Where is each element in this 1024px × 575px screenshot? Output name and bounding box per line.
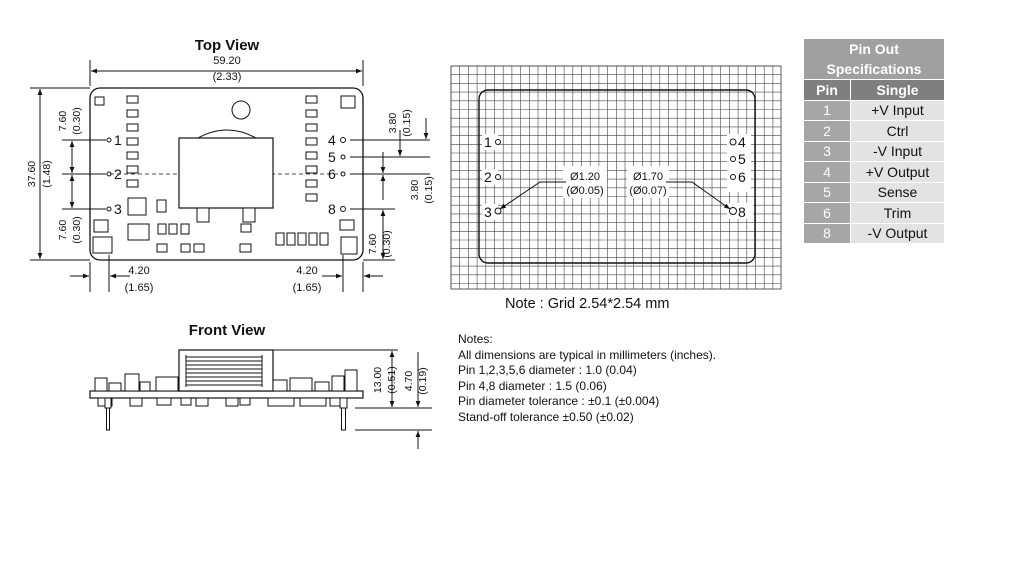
notes-heading: Notes: <box>458 332 493 346</box>
table-row: 8 -V Output <box>803 222 945 244</box>
pin-table-title-line1: Pin Out <box>849 41 899 57</box>
pin-table-title: Pin Out Specifications <box>803 38 945 80</box>
grid-board-outline <box>478 89 756 264</box>
top-pin-8: 8 <box>328 201 336 217</box>
pin-function: Sense <box>850 181 945 203</box>
width-in: (2.33) <box>213 71 242 83</box>
pin-function: +V Input <box>850 99 945 121</box>
table-row: 1 +V Input <box>803 99 945 121</box>
table-row: 3 -V Input <box>803 140 945 162</box>
pin-number: 3 <box>803 140 851 162</box>
top-pin-6: 6 <box>328 166 336 182</box>
front-height-mm: 13.00 <box>372 367 384 393</box>
pin-table-title-line2: Specifications <box>826 61 922 77</box>
top-pin-5: 5 <box>328 149 336 165</box>
right-top-mm: 3.80 <box>387 113 399 134</box>
table-row: 6 Trim <box>803 202 945 224</box>
grid-pin-2: 2 <box>484 169 492 185</box>
pin-number: 5 <box>803 181 851 203</box>
note-line: All dimensions are typical in millimeter… <box>458 347 717 362</box>
grid-pin-8: 8 <box>738 204 746 220</box>
grid-pin-6: 6 <box>738 169 746 185</box>
left-offset-bottom-mm: 7.60 <box>57 220 69 241</box>
pin-number: 1 <box>803 99 851 121</box>
note-line: Pin diameter tolerance : ±0.1 (±0.004) <box>458 394 660 408</box>
pin-out-table: Pin Out Specifications Pin Single 1 +V I… <box>803 38 945 244</box>
right-mid-mm: 3.80 <box>409 180 421 201</box>
pin-column-header: Pin <box>803 79 851 101</box>
front-pin-mm: 4.70 <box>403 371 415 392</box>
pin-function: Trim <box>850 202 945 224</box>
right-top-in: (0.15) <box>401 109 413 136</box>
front-pin-in: (0.19) <box>417 367 429 394</box>
bottom-right-in: (1.65) <box>293 282 322 294</box>
grid-pin-4: 4 <box>738 134 746 150</box>
grid-view: 1 2 3 4 5 6 8 Ø1.20 (Ø0.05) Ø1.70 (Ø0.07… <box>450 65 782 290</box>
dia-large-mm: Ø1.70 <box>633 171 663 183</box>
front-view-title: Front View <box>189 322 266 339</box>
width-mm: 59.20 <box>213 55 241 67</box>
dia-small-mm: Ø1.20 <box>570 171 600 183</box>
top-pin-1: 1 <box>114 132 122 148</box>
front-height-in: (0.51) <box>386 366 398 393</box>
bottom-left-in: (1.65) <box>125 282 154 294</box>
top-view-title: Top View <box>195 37 260 54</box>
top-pin-4: 4 <box>328 132 336 148</box>
pin-number: 2 <box>803 120 851 142</box>
note-line: Pin 4,8 diameter : 1.5 (0.06) <box>458 378 607 393</box>
table-row: 2 Ctrl <box>803 120 945 142</box>
table-row: 5 Sense <box>803 181 945 203</box>
note-line: Pin 1,2,3,5,6 diameter : 1.0 (0.04) <box>458 363 637 377</box>
top-view: Top View 59.20 (2.33) 37.60 (1.48) 7.60 … <box>26 37 435 294</box>
pin-function: Ctrl <box>850 120 945 142</box>
right-mid-in: (0.15) <box>423 176 435 203</box>
bottom-left-mm: 4.20 <box>128 265 149 277</box>
note-line: Stand-off tolerance ±0.50 (±0.02) <box>458 409 634 424</box>
pin-function: -V Input <box>850 140 945 162</box>
grid-pin-1: 1 <box>484 134 492 150</box>
left-offset-top-mm: 7.60 <box>57 111 69 132</box>
left-offset-bottom-in: (0.30) <box>71 216 83 243</box>
pin-function: +V Output <box>850 161 945 183</box>
height-mm: 37.60 <box>26 161 38 187</box>
dia-large-in: (Ø0.07) <box>629 185 666 197</box>
top-pin-3: 3 <box>114 201 122 217</box>
pin-number: 4 <box>803 161 851 183</box>
grid-note: Note : Grid 2.54*2.54 mm <box>505 296 670 312</box>
bottom-right-mm: 4.20 <box>296 265 317 277</box>
table-row: 4 +V Output <box>803 161 945 183</box>
left-offset-top-in: (0.30) <box>71 107 83 134</box>
grid-pin-5: 5 <box>738 151 746 167</box>
pin-number: 8 <box>803 222 851 244</box>
pin-function: -V Output <box>850 222 945 244</box>
height-in: (1.48) <box>41 160 53 187</box>
right-bottom-in: (0.30) <box>381 230 393 257</box>
front-view: Front View <box>89 322 432 449</box>
function-column-header: Single <box>850 79 945 101</box>
notes-block: Notes: All dimensions are typical in mil… <box>458 332 716 425</box>
right-bottom-mm: 7.60 <box>367 234 379 255</box>
grid-pin-3: 3 <box>484 204 492 220</box>
dia-small-in: (Ø0.05) <box>566 185 603 197</box>
pin-number: 6 <box>803 202 851 224</box>
